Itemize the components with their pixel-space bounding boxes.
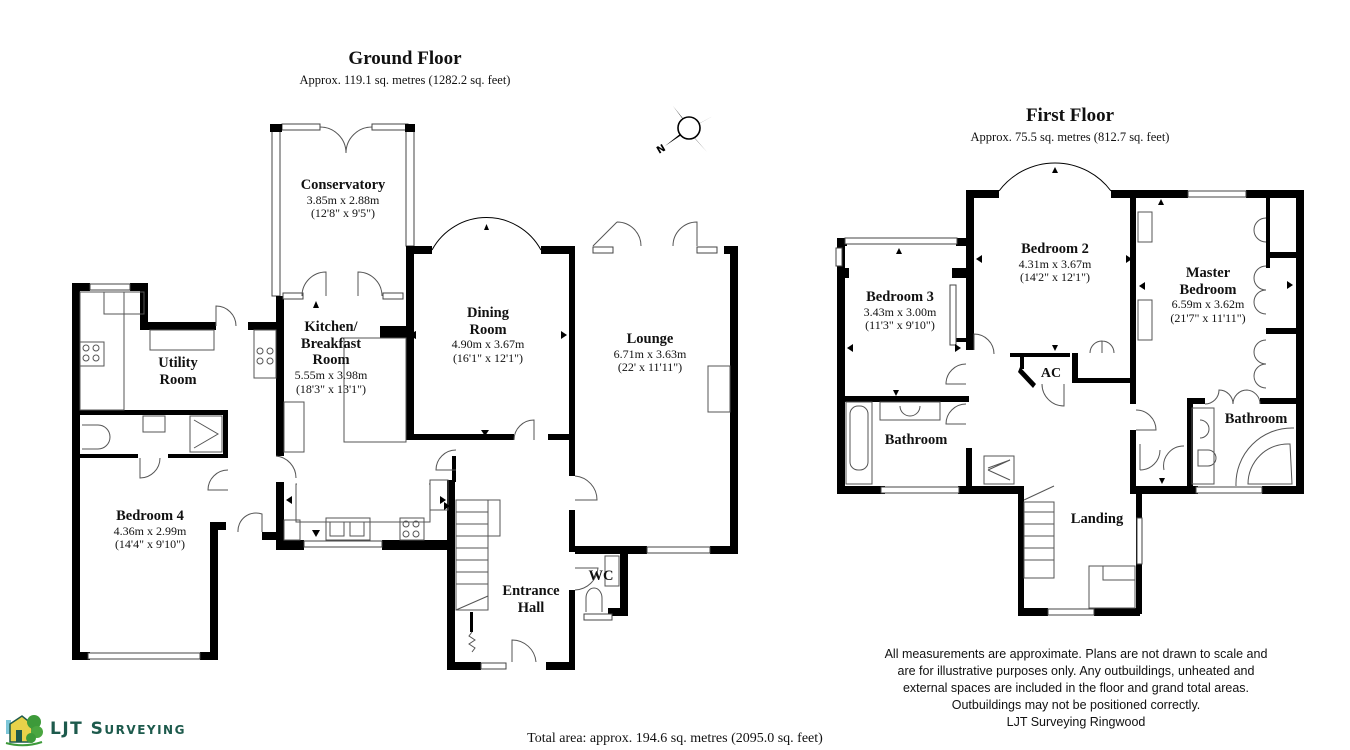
- room-label-ac: AC: [1040, 366, 1062, 381]
- first-floor-heading: First Floor Approx. 75.5 sq. metres (812…: [930, 105, 1210, 145]
- room-label-utility: Utility Room: [158, 355, 198, 388]
- ground-floor-staircase: [455, 499, 489, 653]
- room-label-wc: WC: [588, 568, 614, 584]
- room-label-bedroom3: Bedroom 3 3.43m x 3.00m (11'3" x 9'10"): [863, 289, 937, 333]
- first-floor-markers: [847, 199, 1293, 484]
- room-label-dining: Dining Room 4.90m x 3.67m (16'1" x 12'1"…: [451, 305, 525, 366]
- first-floor-title: First Floor: [1025, 105, 1115, 126]
- first-floor-windows: [835, 190, 1263, 616]
- room-label-conservatory: Conservatory 3.85m x 2.88m (12'8" x 9'5"…: [300, 177, 386, 221]
- ground-floor-walls: [72, 246, 738, 670]
- ground-floor-plan: [72, 123, 738, 670]
- first-floor-plan: [835, 162, 1304, 616]
- ground-floor-area: Approx. 119.1 sq. metres (1282.2 sq. fee…: [299, 73, 511, 87]
- first-floor-staircase: [1023, 485, 1136, 609]
- total-area: Total area: approx. 194.6 sq. metres (20…: [527, 731, 823, 746]
- bedroom2-bay-window: [998, 162, 1112, 192]
- house-tree-logo-icon: [5, 715, 43, 747]
- logo-text: LJT Surveying: [50, 719, 186, 739]
- room-label-bedroom4: Bedroom 4 4.36m x 2.99m (14'4" x 9'10"): [113, 508, 187, 552]
- first-floor-area: Approx. 75.5 sq. metres (812.7 sq. feet): [970, 130, 1170, 144]
- ground-floor-markers: [286, 301, 567, 537]
- first-floor-doors: [945, 217, 1267, 471]
- company-logo: LJT Surveying: [44, 712, 186, 746]
- room-label-entrance-hall: Entrance Hall: [502, 583, 560, 616]
- room-label-master-bedroom: Master Bedroom 6.59m x 3.62m (21'7" x 11…: [1170, 265, 1246, 326]
- first-floor-walls: [837, 190, 1304, 616]
- room-label-bathroom-main: Bathroom: [884, 432, 948, 448]
- compass-north-label: N: [655, 143, 668, 157]
- first-floor-fixtures: [845, 211, 1295, 609]
- ground-floor-windows: [87, 246, 718, 670]
- room-label-kitchen: Kitchen/ Breakfast Room 5.55m x 3.98m (1…: [294, 319, 368, 396]
- dining-bay-window: [431, 217, 542, 251]
- room-label-lounge: Lounge 6.71m x 3.63m (22' x 11'11"): [613, 331, 687, 375]
- room-label-bedroom2: Bedroom 2 4.31m x 3.67m (14'2" x 12'1"): [1018, 241, 1092, 285]
- room-label-landing: Landing: [1070, 511, 1124, 527]
- compass-rose-icon: N: [655, 106, 713, 157]
- ground-floor-doors: [139, 221, 698, 663]
- ground-floor-title: Ground Floor: [348, 48, 462, 69]
- room-label-bathroom-ensuite: Bathroom: [1224, 411, 1288, 427]
- ground-floor-fixtures: [79, 291, 731, 653]
- ground-floor-heading: Ground Floor Approx. 119.1 sq. metres (1…: [260, 48, 550, 88]
- disclaimer-text: All measurements are approximate. Plans …: [884, 647, 1268, 729]
